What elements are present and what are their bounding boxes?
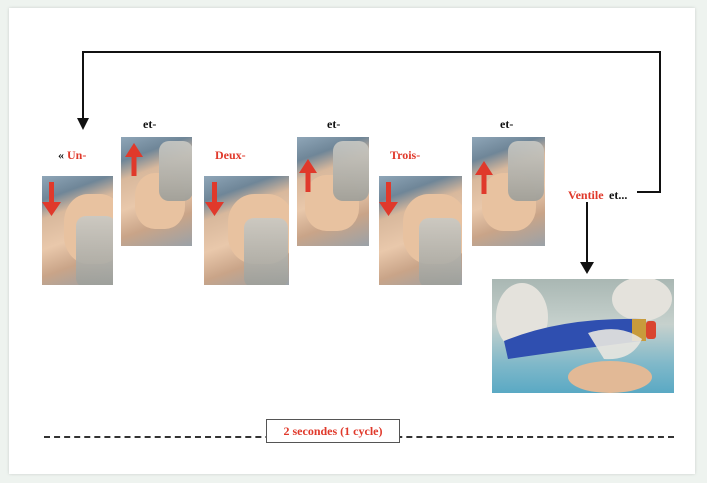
photo-compression-2 bbox=[204, 176, 289, 285]
arrow-up-icon bbox=[125, 143, 143, 176]
arrow-down-icon bbox=[379, 182, 398, 216]
photo-release-3 bbox=[472, 137, 545, 246]
photo-release-1 bbox=[121, 137, 192, 246]
label-un: « Un- bbox=[58, 148, 86, 163]
photo-ventilation bbox=[492, 279, 674, 393]
arrow-down-icon bbox=[42, 182, 61, 216]
label-et-3: et- bbox=[500, 117, 514, 131]
photo-release-2 bbox=[297, 137, 369, 246]
label-ventile: Ventile bbox=[568, 188, 604, 202]
quote-mark: « bbox=[58, 148, 64, 162]
label-et-1: et- bbox=[143, 117, 157, 131]
timeline-label: 2 secondes (1 cycle) bbox=[266, 419, 400, 443]
label-et-2: et- bbox=[327, 117, 341, 131]
arrow-up-icon bbox=[475, 161, 493, 194]
count-deux: Deux- bbox=[215, 148, 246, 162]
arrow-down-icon bbox=[205, 182, 224, 216]
label-et-final: et... bbox=[609, 188, 628, 202]
count-trois: Trois- bbox=[390, 148, 421, 162]
photo-compression-1 bbox=[42, 176, 113, 285]
count-un: Un- bbox=[67, 148, 87, 162]
arrow-up-icon bbox=[299, 159, 317, 192]
photo-compression-3 bbox=[379, 176, 462, 285]
bag-valve-mask-icon bbox=[496, 279, 672, 393]
